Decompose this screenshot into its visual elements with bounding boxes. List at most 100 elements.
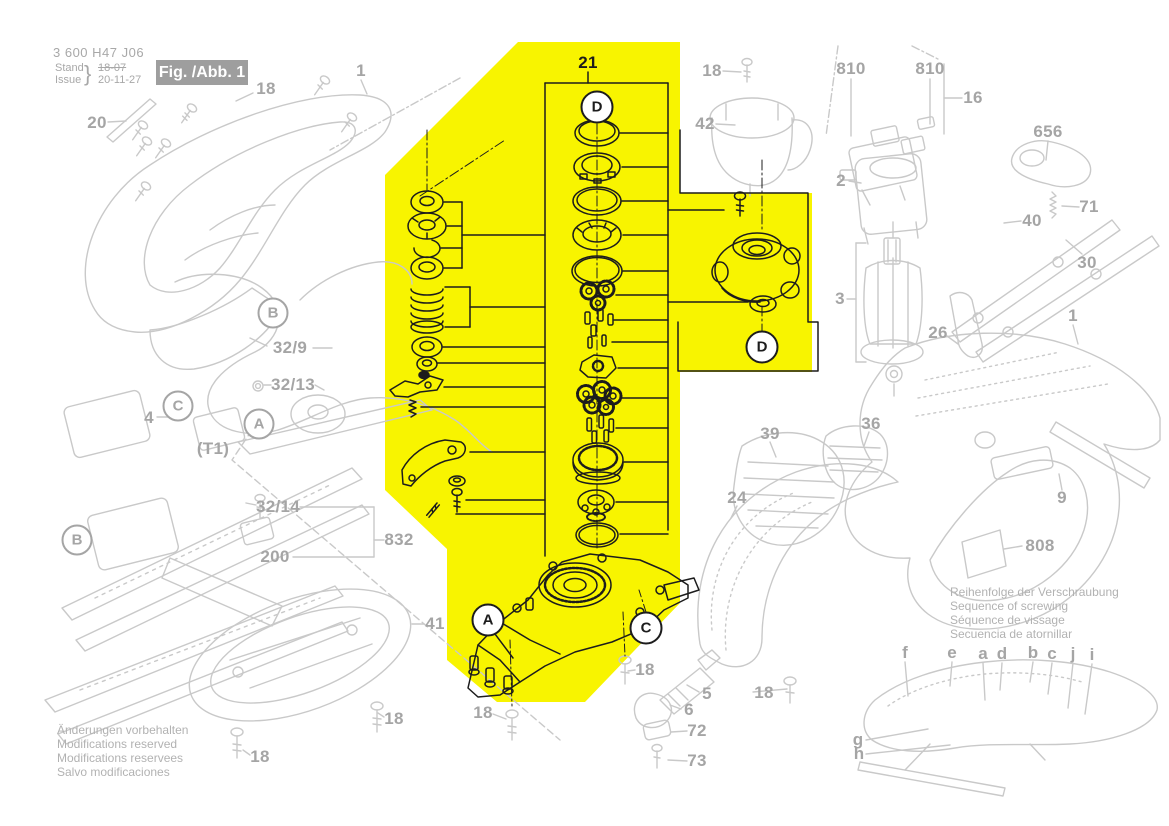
ghost-spring-71 — [1049, 191, 1057, 219]
screw-sequence-note: Reihenfolge der Verschraubung Sequence o… — [950, 585, 1119, 641]
ghost-armature-3 — [860, 221, 924, 397]
ghost-sticker-808 — [961, 529, 1007, 579]
revision-dates: 18-07 20-11-27 — [98, 62, 141, 86]
sequence-letter-d: d — [996, 644, 1008, 663]
ghost-strap-656 — [1010, 140, 1092, 219]
part-label-832: 832 — [384, 530, 414, 549]
part-label-1: 1 — [356, 61, 366, 80]
stand-label: Stand — [55, 62, 84, 74]
part-label-18e: 18 — [473, 703, 493, 722]
revision-brace: } — [84, 61, 92, 86]
sequence-letter-i: i — [1089, 645, 1095, 664]
part-label-3: 3 — [835, 289, 845, 308]
part-label-32-9: 32/9 — [272, 338, 308, 357]
ghost-leader-lines — [107, 63, 1083, 762]
revision-labels: Stand Issue — [55, 62, 84, 86]
callout-c-housing: C — [629, 611, 663, 645]
modifications-note: Änderungen vorbehalten Modifications res… — [57, 723, 188, 779]
ink-sprocket-group — [711, 191, 801, 313]
sequence-letter-g: g — [852, 730, 864, 749]
part-label-36: 36 — [861, 414, 881, 433]
ghost-lower-cover-41 — [188, 588, 412, 722]
part-label-18c: 18 — [384, 709, 404, 728]
ghost-blade-strip-9 — [1049, 421, 1151, 489]
part-label-72: 72 — [687, 721, 707, 740]
sequence-letter-f: f — [902, 643, 908, 662]
ghost-brush-plate — [825, 45, 941, 206]
part-label-656: 656 — [1033, 122, 1063, 141]
part-label-21: 21 — [578, 53, 598, 72]
screw-sequence-note-es: Secuencia de atornillar — [950, 627, 1073, 641]
ink-fork-lever — [389, 375, 444, 418]
ghost-fan-42 — [709, 97, 813, 197]
ghost-blade-arms — [949, 219, 1160, 363]
part-label-200: 200 — [260, 547, 290, 566]
sequence-letter-a: a — [978, 644, 988, 663]
ink-bracket-arm — [401, 439, 466, 518]
part-label-26: 26 — [928, 323, 948, 342]
part-label-40: 40 — [1022, 211, 1042, 230]
part-label-2: 2 — [836, 171, 846, 190]
ghost-screws-bottom — [230, 493, 797, 759]
part-label-24: 24 — [727, 488, 747, 507]
ghost-vent-39 — [732, 432, 845, 546]
part-number: 3 600 H47 J06 — [53, 45, 145, 60]
revision-new: 20-11-27 — [98, 74, 142, 86]
part-label-42: 42 — [695, 114, 715, 133]
ink-small-gears — [576, 279, 623, 444]
part-label-18d: 18 — [250, 747, 270, 766]
part-label-810a: 810 — [836, 59, 866, 78]
sequence-letter-h: h — [853, 744, 865, 763]
screw-sequence-note-en: Sequence of screwing — [950, 599, 1069, 613]
ghost-guard-24 — [697, 463, 899, 668]
sequence-letter-c: c — [1047, 644, 1057, 663]
part-label-30: 30 — [1077, 253, 1097, 272]
ghost-stator-2 — [854, 153, 928, 245]
part-label-6: 6 — [684, 700, 694, 719]
callout-c-left: C — [162, 390, 194, 422]
sequence-letter-e: e — [947, 643, 957, 662]
part-label-18f: 18 — [635, 660, 655, 679]
part-label-73: 73 — [687, 751, 707, 770]
part-label-41: 41 — [425, 614, 445, 633]
ink-leader-bus — [419, 71, 819, 707]
part-label-71: 71 — [1079, 197, 1099, 216]
ink-ring-gear — [572, 442, 624, 548]
screw-sequence-note-de: Reihenfolge der Verschraubung — [950, 585, 1119, 599]
figure-label-box: Fig. /Abb. 1 — [156, 60, 248, 85]
callout-b-bottom: B — [61, 524, 93, 556]
ghost-blades — [44, 467, 370, 745]
part-label-20: 20 — [87, 113, 107, 132]
part-label-18b: 18 — [702, 61, 722, 80]
part-label-32-14: 32/14 — [255, 497, 301, 516]
ghost-cable-harness — [63, 261, 493, 571]
callout-a-housing: A — [471, 603, 505, 637]
ghost-link-26 — [949, 291, 983, 358]
part-label-1b: 1 — [1068, 306, 1078, 325]
ink-washer-stack — [407, 190, 447, 380]
screw-sequence-note-fr: Séquence de vissage — [950, 613, 1065, 627]
ghost-blade-bar — [231, 77, 561, 741]
callout-a-left: A — [243, 408, 275, 440]
callout-d-top: D — [580, 90, 614, 124]
ghost-cable-gland — [633, 649, 721, 769]
part-label-5: 5 — [702, 684, 712, 703]
ghost-vent-36 — [822, 425, 889, 491]
part-label-32-13: 32/13 — [270, 375, 316, 394]
ghost-screws-topleft — [131, 57, 753, 202]
modifications-note-fr: Modifications reservees — [57, 751, 184, 765]
part-label-39: 39 — [760, 424, 780, 443]
revision-old: 18-07 — [98, 62, 127, 74]
part-label-9: 9 — [1057, 488, 1067, 507]
modifications-note-es: Salvo modificaciones — [57, 765, 170, 779]
part-label-t1: (T1) — [196, 439, 230, 458]
part-label-18: 18 — [256, 79, 276, 98]
sequence-letter-b: b — [1027, 643, 1039, 662]
issue-label: Issue — [55, 74, 82, 86]
part-label-16: 16 — [963, 88, 983, 107]
modifications-note-de: Änderungen vorbehalten — [57, 723, 189, 737]
ghost-main-body — [844, 332, 1161, 630]
ink-gear-housing — [467, 553, 700, 698]
